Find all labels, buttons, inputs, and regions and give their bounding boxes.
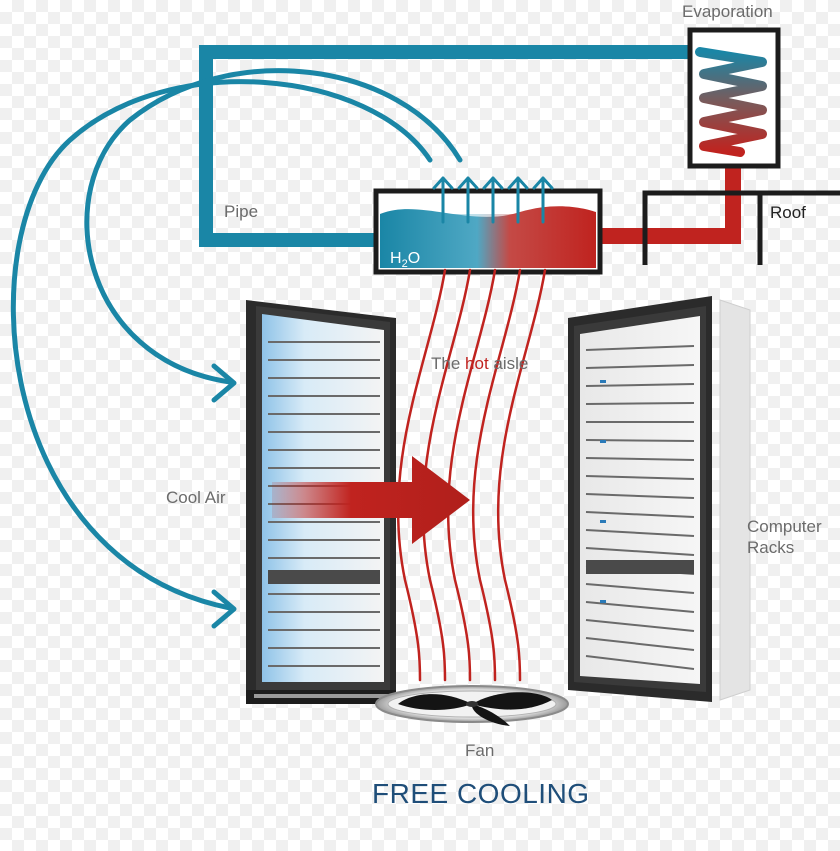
computer-racks-label-line1: Computer	[747, 517, 822, 536]
hot-air-arrow	[272, 456, 470, 544]
roof-label: Roof	[770, 203, 806, 222]
hot-aisle-label: The hot aisle	[431, 354, 528, 373]
fan-icon	[375, 685, 569, 726]
roof-outline	[642, 190, 840, 265]
water-tank	[373, 188, 603, 275]
evaporation-label: Evaporation	[682, 2, 773, 21]
page-title: FREE COOLING	[372, 778, 590, 809]
cool-air-arrowhead-upper	[211, 363, 237, 403]
vapor-arrows	[432, 176, 554, 224]
computer-racks-label-line2: Racks	[747, 538, 794, 557]
h2o-label: H2O	[390, 250, 420, 270]
hot-air-waves	[396, 268, 547, 682]
pipe-label: Pipe	[224, 202, 258, 221]
computer-rack-right	[568, 296, 751, 702]
cool-air-label: Cool Air	[166, 488, 226, 507]
cool-air-arcs	[10, 68, 463, 629]
evaporator-coil	[695, 47, 767, 157]
fan-label: Fan	[465, 741, 494, 760]
cool-air-arrowhead-lower	[211, 589, 237, 629]
evaporation-unit	[687, 27, 781, 169]
